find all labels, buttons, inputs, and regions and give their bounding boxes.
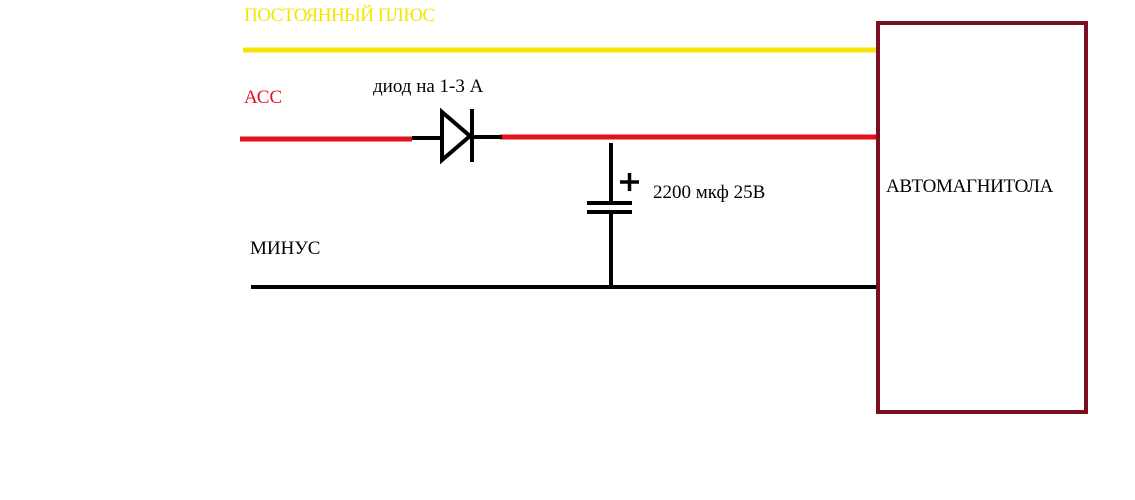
head-unit-label: АВТОМАГНИТОЛА [886, 176, 1054, 197]
constant-plus-label: ПОСТОЯННЫЙ ПЛЮС [244, 5, 435, 26]
diode-triangle [440, 107, 474, 165]
capacitor-label: 2200 мкф 25В [653, 182, 766, 203]
minus-label: МИНУС [250, 238, 321, 259]
capacitor-symbol [587, 143, 639, 288]
acc-label: АСС [244, 87, 283, 108]
head-unit-box [876, 21, 1088, 414]
plus-sign-icon [620, 173, 639, 191]
diode-label: диод на 1-3 А [373, 76, 484, 97]
diode-symbol [412, 107, 502, 165]
